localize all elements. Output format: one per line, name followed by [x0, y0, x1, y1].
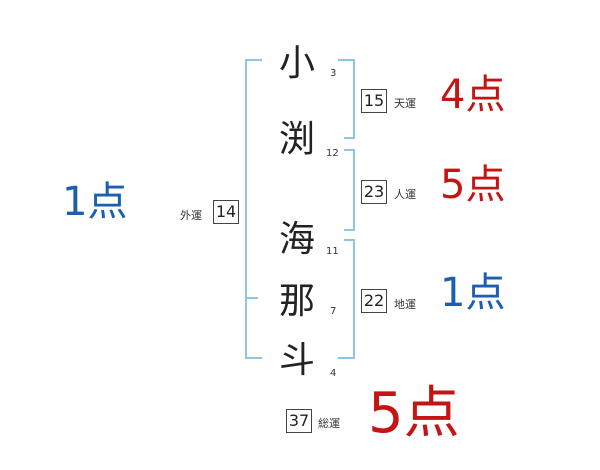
chikaku-label: 地運	[394, 298, 416, 311]
gaikaku-score: 1点	[62, 179, 128, 225]
name-char-1: 小	[278, 43, 315, 84]
tenkaku-score: 4点	[440, 72, 506, 118]
stroke-count-2: 12	[326, 148, 339, 159]
stroke-count-4: 7	[330, 306, 337, 317]
stroke-count-1: 3	[330, 68, 337, 79]
soukaku-score: 5点	[368, 381, 460, 446]
outer-bracket	[245, 59, 262, 359]
tenkaku-bracket	[338, 59, 355, 139]
tenkaku-label: 天運	[394, 97, 416, 110]
gaikaku-value-box: 14	[213, 200, 239, 224]
jinkaku-label: 人運	[394, 188, 416, 201]
jinkaku-score: 5点	[440, 162, 506, 208]
name-char-3: 海	[278, 219, 315, 260]
tenkaku-value-box: 15	[361, 89, 387, 113]
gaikaku-label: 外運	[180, 209, 202, 222]
stroke-count-5: 4	[330, 368, 337, 379]
soukaku-label: 総運	[318, 417, 340, 430]
chikaku-score: 1点	[440, 270, 506, 316]
jinkaku-value-box: 23	[361, 180, 387, 204]
stroke-count-3: 11	[326, 246, 339, 257]
name-char-4: 那	[278, 281, 315, 322]
chikaku-bracket	[338, 239, 355, 359]
soukaku-value-box: 37	[286, 409, 312, 433]
chikaku-value-box: 22	[361, 289, 387, 313]
name-char-2: 渕	[278, 119, 315, 160]
name-char-5: 斗	[278, 340, 315, 381]
jinkaku-bracket	[344, 149, 355, 231]
